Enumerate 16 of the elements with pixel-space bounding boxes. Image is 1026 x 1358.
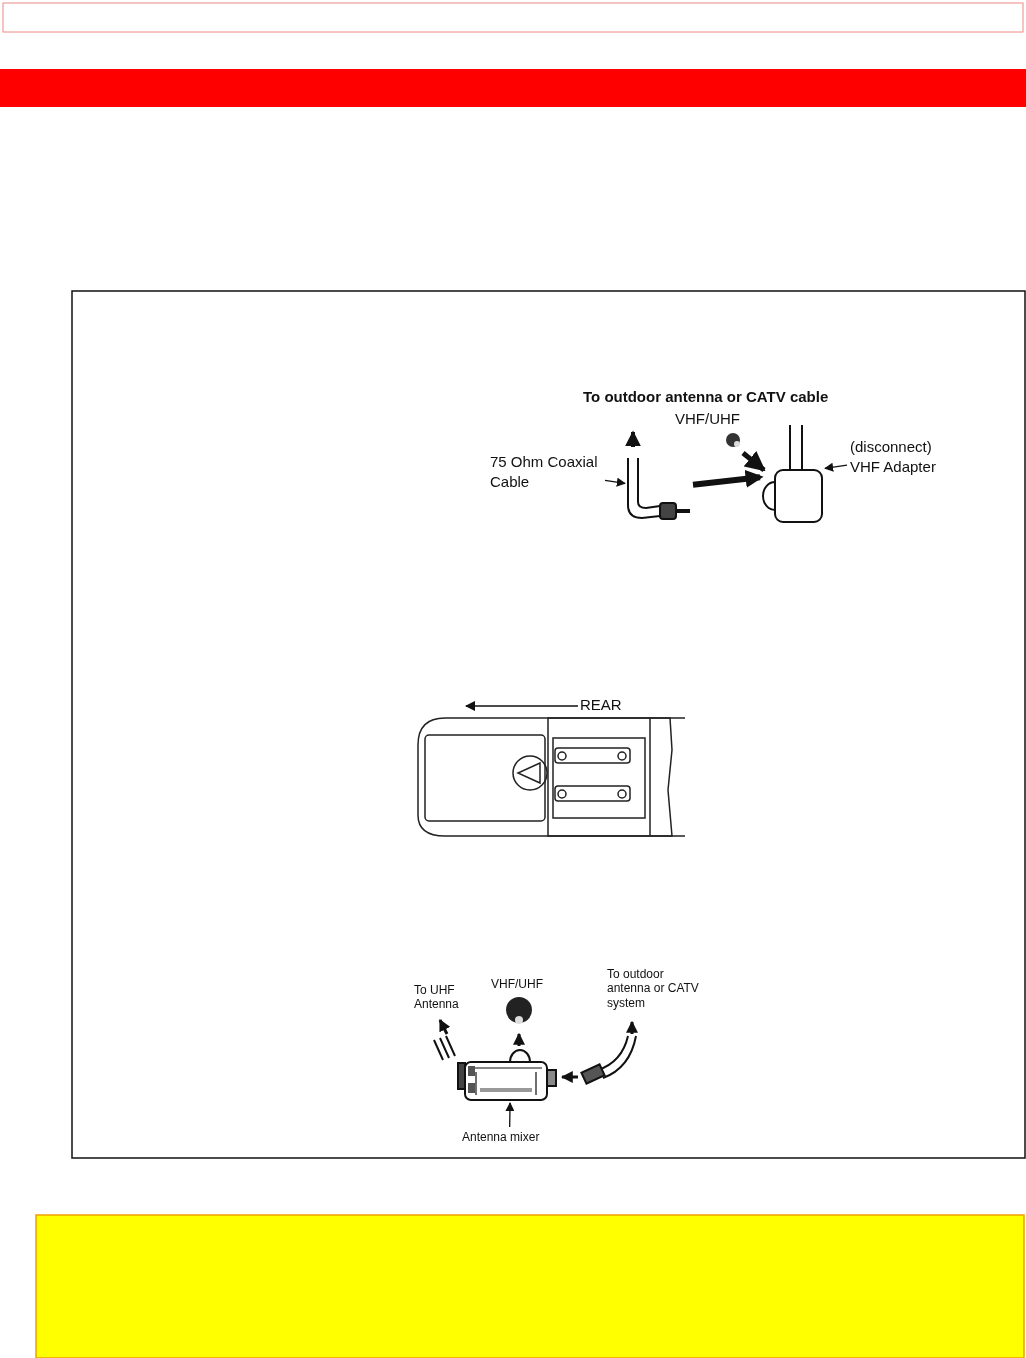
vhf-adapter-drawing: [762, 424, 823, 523]
leader-line: [824, 462, 848, 472]
part-label: To outdoor antenna or CATV cable: [583, 387, 829, 407]
callout-text: Antenna mixer: [462, 1130, 541, 1146]
part-label: REAR: [580, 695, 622, 715]
part-label: VHF/UHF: [675, 409, 740, 429]
part-label: To UHF Antenna: [414, 983, 460, 1012]
arrow: [692, 469, 764, 488]
antenna-mixer-drawing: [464, 1049, 557, 1101]
callout-text: (disconnect) VHF Adapter: [850, 437, 937, 476]
part-label: To outdoor antenna or CATV system: [607, 967, 700, 1011]
leader-line: [505, 1102, 515, 1128]
coaxial-cable-drawing: [627, 457, 690, 520]
part-label: VHF/UHF: [491, 977, 543, 993]
callout-text: 75 Ohm Coaxial Cable: [490, 452, 599, 491]
leader-line: [604, 477, 626, 487]
